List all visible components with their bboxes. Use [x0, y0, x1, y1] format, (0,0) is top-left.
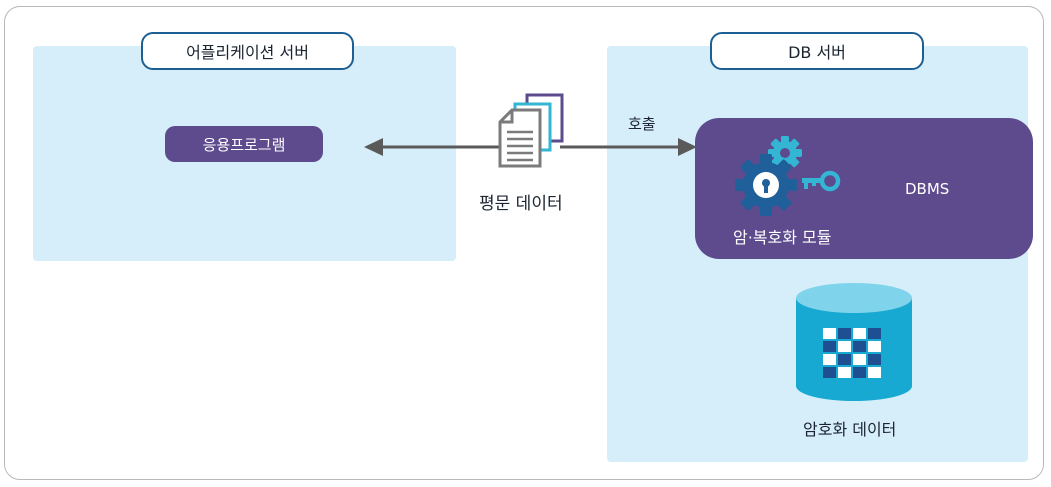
db-server-title: DB 서버: [710, 32, 924, 70]
crypto-module-label: 암·복호화 모듈: [733, 228, 832, 247]
keyhole-lock-icon: [735, 154, 797, 216]
application-program-box: 응용프로그램: [165, 126, 323, 162]
call-label: 호출: [628, 115, 656, 133]
encrypted-data-label: 암호화 데이터: [803, 420, 897, 439]
document-stack-icon: [498, 93, 564, 168]
plaintext-data-label: 평문 데이터: [479, 194, 563, 214]
bidirectional-arrow: [364, 138, 506, 156]
database-cylinder-icon: [796, 283, 912, 401]
diagram-frame: [4, 6, 1044, 480]
call-arrow: [560, 138, 697, 156]
key-icon: [802, 170, 841, 192]
gear-icon: [768, 136, 802, 170]
app-server-title: 어플리케이션 서버: [141, 32, 354, 70]
data-grid: [823, 328, 881, 378]
dbms-label: DBMS: [905, 180, 950, 198]
